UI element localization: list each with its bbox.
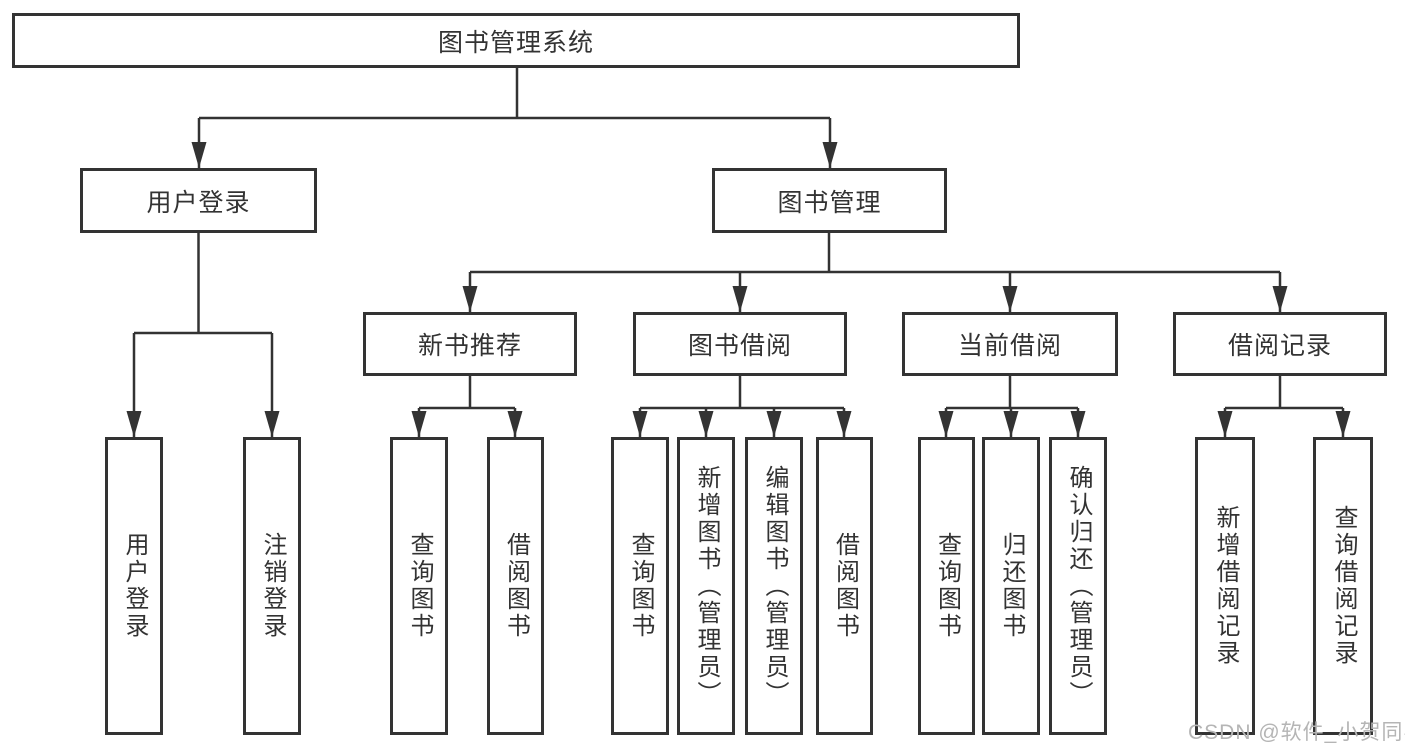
leaf-label: 借阅图书 — [502, 532, 530, 640]
leaf-return-books: 归还图书 — [982, 437, 1040, 735]
leaf-label: 查询图书 — [933, 532, 961, 640]
leaf-label: 查询借阅记录 — [1330, 505, 1357, 667]
node-label: 图书管理系统 — [437, 28, 594, 57]
leaf-label: 注销登录 — [259, 532, 286, 640]
node-label: 图书借阅 — [687, 332, 792, 360]
leaf-confirm-return-admin: 确认归还（管理员） — [1049, 437, 1107, 735]
node-library-system: 图书管理系统 — [12, 13, 1020, 68]
leaf-label: 归还图书 — [998, 532, 1025, 640]
leaf-edit-book-admin: 编辑图书（管理员） — [745, 437, 803, 735]
leaf-logout: 注销登录 — [243, 437, 301, 735]
leaf-borrow-books: 借阅图书 — [816, 437, 873, 735]
node-new-book-recommend: 新书推荐 — [363, 312, 577, 376]
node-label: 新书推荐 — [417, 332, 522, 360]
leaf-label: 编辑图书（管理员） — [761, 464, 788, 708]
leaf-add-book-admin: 新增图书（管理员） — [677, 437, 735, 735]
node-label: 借阅记录 — [1227, 332, 1332, 360]
leaf-query-books-borrow: 查询图书 — [611, 437, 669, 735]
node-label: 图书管理 — [777, 188, 882, 217]
csdn-watermark: CSDN @软件_小贺同学 — [1188, 721, 1405, 744]
node-user-login: 用户登录 — [80, 168, 317, 233]
node-book-management: 图书管理 — [712, 168, 947, 233]
leaf-label: 确认归还（管理员） — [1065, 464, 1092, 708]
leaf-label: 查询图书 — [406, 532, 433, 640]
leaf-borrow-books-recommend: 借阅图书 — [487, 437, 544, 735]
node-book-borrow: 图书借阅 — [633, 312, 847, 376]
node-label: 当前借阅 — [957, 332, 1062, 360]
leaf-label: 新增图书（管理员） — [693, 464, 720, 708]
leaf-label: 新增借阅记录 — [1212, 505, 1239, 667]
node-label: 用户登录 — [146, 188, 251, 217]
leaf-user-login: 用户登录 — [105, 437, 163, 735]
leaf-query-books-current: 查询图书 — [918, 437, 975, 735]
leaf-label: 借阅图书 — [831, 532, 859, 640]
node-borrow-records: 借阅记录 — [1173, 312, 1387, 376]
leaf-label: 查询图书 — [627, 532, 654, 640]
leaf-label: 用户登录 — [121, 532, 148, 640]
node-current-borrow: 当前借阅 — [902, 312, 1118, 376]
leaf-query-books-recommend: 查询图书 — [390, 437, 448, 735]
leaf-query-borrow-record: 查询借阅记录 — [1313, 437, 1373, 735]
leaf-add-borrow-record: 新增借阅记录 — [1195, 437, 1255, 735]
